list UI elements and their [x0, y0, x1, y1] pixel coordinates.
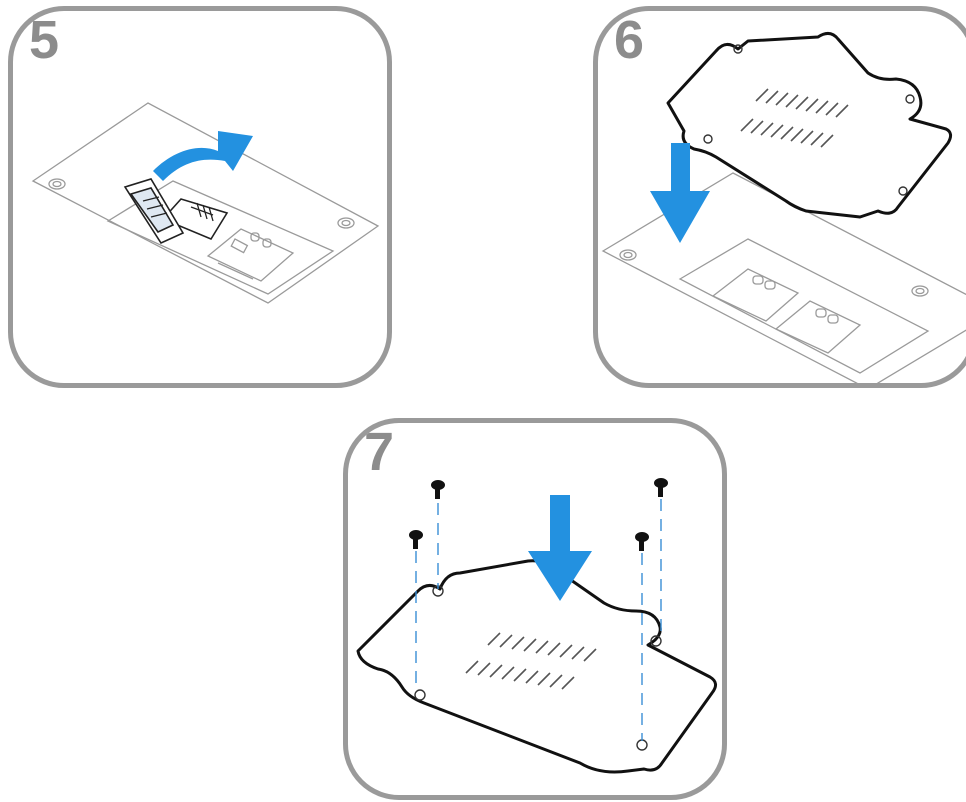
down-arrow-icon: [650, 143, 710, 243]
down-arrow-icon: [528, 495, 592, 601]
curved-arrow-icon: [153, 131, 253, 181]
step-5-panel: 5: [8, 6, 392, 388]
screw-icon: [654, 478, 668, 497]
cover-lowering-illustration: [598, 11, 966, 388]
screw-install-illustration: [348, 423, 727, 800]
screw-icon: [431, 480, 445, 499]
step-6-panel: 6: [593, 6, 966, 388]
screw-icon: [635, 532, 649, 551]
step-7-panel: 7: [343, 418, 727, 800]
sim-tray-open-illustration: [13, 11, 392, 388]
screw-icon: [409, 530, 423, 549]
